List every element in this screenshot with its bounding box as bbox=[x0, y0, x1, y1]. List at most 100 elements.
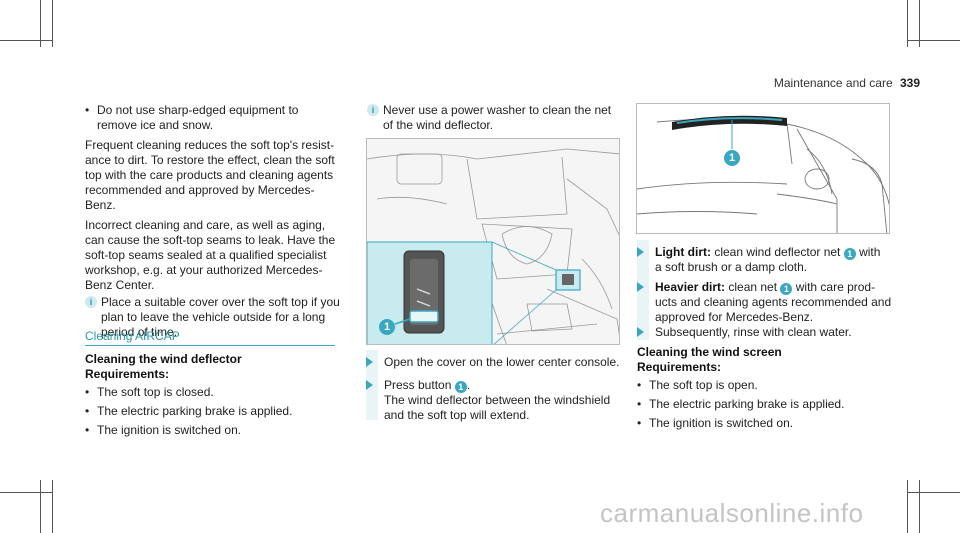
list-text: The electric parking brake is applied. bbox=[649, 397, 845, 411]
crop-mark bbox=[52, 0, 53, 47]
text-line: Never use a power washer to clean the ne… bbox=[383, 103, 612, 117]
step-text: Open the cover on the lower center conso… bbox=[384, 355, 620, 369]
info-note: i Place a suitable cover over the soft t… bbox=[85, 295, 345, 340]
list-text: The ignition is switched on. bbox=[97, 423, 242, 437]
crop-mark bbox=[919, 480, 920, 533]
wind-deflector-illustration: 1 bbox=[636, 103, 890, 234]
crop-mark bbox=[40, 480, 41, 533]
step-arrow-icon bbox=[366, 380, 373, 390]
text-line: of the wind deflector. bbox=[383, 118, 494, 132]
step-text: with care prod- bbox=[792, 280, 876, 294]
page-number: 339 bbox=[899, 76, 920, 90]
step-text: . bbox=[466, 378, 471, 392]
text-line: Do not use sharp-edged equipment to bbox=[97, 103, 299, 117]
step-arrow-icon bbox=[366, 357, 373, 367]
callout-marker: 1 bbox=[843, 248, 856, 260]
step-text: with bbox=[855, 245, 881, 259]
step-text: Press button bbox=[384, 378, 455, 392]
subsection-title: Cleaning the wind screen bbox=[637, 345, 782, 359]
bullet: • bbox=[85, 103, 90, 117]
requirements-label: Requirements: bbox=[85, 367, 170, 381]
step-text: Subsequently, rinse with clean water. bbox=[655, 325, 852, 339]
text-line: a soft brush or a damp cloth. bbox=[655, 260, 808, 274]
crop-mark bbox=[907, 0, 908, 47]
car-drawing bbox=[637, 104, 889, 233]
section-rule bbox=[85, 345, 335, 346]
text-line: Incorrect cleaning and care, as well as … bbox=[85, 218, 326, 232]
list-item: • Do not use sharp-edged equipment to re… bbox=[85, 103, 345, 133]
col1-requirements: Cleaning the wind deflector Requirements… bbox=[85, 352, 345, 438]
step-arrow-icon bbox=[637, 247, 644, 257]
section-title: Cleaning AIRCAP bbox=[85, 329, 180, 343]
list-item: • The ignition is switched on. bbox=[85, 423, 345, 438]
col2-info-note: i Never use a power washer to clean the … bbox=[367, 103, 627, 133]
step-text: clean net bbox=[725, 280, 781, 294]
crop-mark bbox=[0, 40, 52, 41]
info-icon: i bbox=[85, 296, 97, 308]
text-line: plan to leave the vehicle outside for a … bbox=[101, 310, 326, 324]
callout-marker: 1 bbox=[780, 283, 793, 295]
watermark: carmanualsonline.info bbox=[600, 498, 864, 528]
list-text: The ignition is switched on. bbox=[649, 416, 794, 430]
requirements-label: Requirements: bbox=[637, 360, 722, 374]
info-icon: i bbox=[367, 104, 379, 116]
text-line: approved for Mercedes-Benz. bbox=[655, 310, 814, 324]
text-line: soft-top seams sealed at a qualified spe… bbox=[85, 248, 327, 262]
text-line: ucts and cleaning agents recommended and bbox=[655, 295, 892, 309]
crop-mark bbox=[0, 492, 52, 493]
crop-mark bbox=[919, 0, 920, 47]
crop-mark bbox=[40, 0, 41, 47]
step-label: Heavier dirt: bbox=[655, 280, 726, 294]
bullet: • bbox=[85, 423, 90, 437]
bullet: • bbox=[637, 378, 642, 392]
col3-requirements: Cleaning the wind screen Requirements: •… bbox=[637, 345, 897, 431]
text-line: workshop, e.g. at your authorized Merced… bbox=[85, 263, 323, 277]
running-header: Maintenance and care 339 bbox=[760, 76, 920, 91]
list-item: • The electric parking brake is applied. bbox=[637, 397, 897, 412]
bullet: • bbox=[637, 397, 642, 411]
step-text: clean wind deflector net bbox=[710, 245, 844, 259]
list-text: The soft top is closed. bbox=[97, 385, 214, 399]
list-text: The soft top is open. bbox=[649, 378, 758, 392]
step-1: Open the cover on the lower center conso… bbox=[366, 355, 626, 370]
step-2: Press button 1. The wind deflector betwe… bbox=[366, 378, 626, 423]
list-item: • The soft top is open. bbox=[637, 378, 897, 393]
text-line: The wind deflector between the windshiel… bbox=[384, 393, 611, 407]
text-line: remove ice and snow. bbox=[97, 118, 214, 132]
step-heavier-dirt: Heavier dirt: clean net 1 with care prod… bbox=[637, 280, 897, 325]
callout-marker: 1 bbox=[379, 319, 395, 335]
text-line: can cause the soft-top seams to leak. Ha… bbox=[85, 233, 336, 247]
text-line: top with the care products and cleaning … bbox=[85, 168, 334, 182]
text-line: ance to dirt. To restore the effect, cle… bbox=[85, 153, 335, 167]
text-line: and the soft top will extend. bbox=[384, 408, 530, 422]
crop-mark bbox=[52, 480, 53, 533]
console-illustration: 1 bbox=[366, 138, 620, 345]
text-line: Benz Center. bbox=[85, 278, 155, 292]
bullet: • bbox=[637, 416, 642, 430]
crop-mark bbox=[907, 480, 908, 533]
subsection-title: Cleaning the wind deflector bbox=[85, 352, 242, 366]
list-item: • The soft top is closed. bbox=[85, 385, 345, 400]
crop-mark bbox=[907, 40, 960, 41]
text-line: recommended and approved by Mercedes-Ben… bbox=[85, 183, 315, 212]
text-line: Frequent cleaning reduces the soft top's… bbox=[85, 138, 335, 152]
step-arrow-icon bbox=[637, 327, 644, 337]
column-1: • Do not use sharp-edged equipment to re… bbox=[85, 103, 345, 340]
text-line: period of time. bbox=[101, 325, 178, 339]
list-text: The electric parking brake is applied. bbox=[97, 404, 293, 418]
callout-marker: 1 bbox=[454, 381, 467, 393]
step-light-dirt: Light dirt: clean wind deflector net 1 w… bbox=[637, 245, 897, 275]
section-name: Maintenance and care bbox=[773, 76, 893, 90]
console-drawing bbox=[367, 139, 619, 344]
list-item: • The electric parking brake is applied. bbox=[85, 404, 345, 419]
list-item: • The ignition is switched on. bbox=[637, 416, 897, 431]
bullet: • bbox=[85, 385, 90, 399]
step-subsequently: Subsequently, rinse with clean water. bbox=[637, 325, 897, 340]
step-label: Light dirt: bbox=[655, 245, 711, 259]
callout-marker: 1 bbox=[724, 150, 740, 166]
paragraph: Incorrect cleaning and care, as well as … bbox=[85, 218, 345, 293]
paragraph: Frequent cleaning reduces the soft top's… bbox=[85, 138, 345, 213]
step-arrow-icon bbox=[637, 282, 644, 292]
bullet: • bbox=[85, 404, 90, 418]
crop-mark bbox=[907, 492, 960, 493]
